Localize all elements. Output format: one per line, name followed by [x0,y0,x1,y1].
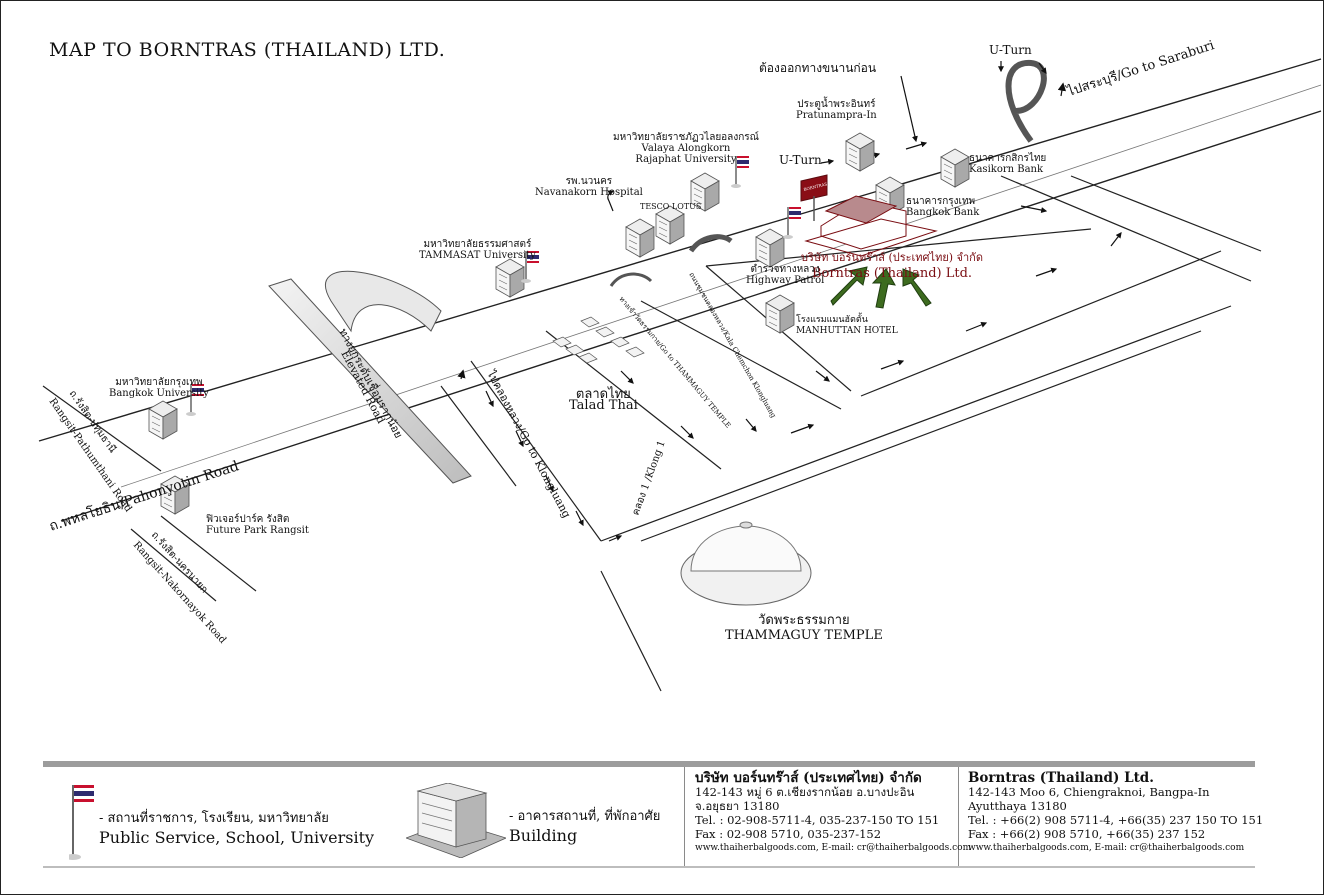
address-thai: บริษัท บอร์นทร๊าส์ (ประเทศไทย) จำกัด 142… [695,771,971,855]
label-temple-th: วัดพระธรรมกาย [758,613,850,628]
legend-building: - อาคารสถานที่, ที่พักอาศัย Building [509,805,660,845]
label-temple-en: THAMMAGUY TEMPLE [725,628,883,643]
label-pratunam: ประตูน้ำพระอินทร์ Pratunampra-In [796,99,877,121]
highway-pahonyotin [38,58,1322,522]
footer-divider-1 [684,767,685,866]
label-future-park: ฟิวเจอร์ปาร์ค รังสิต Future Park Rangsit [206,514,309,536]
label-uturn-top: U-Turn [989,43,1032,57]
address-thai-name: บริษัท บอร์นทร๊าส์ (ประเทศไทย) จำกัด [695,770,922,786]
address-thai-fax: Fax : 02-908 5710, 035-237-152 [695,827,882,841]
label-kasikorn: ธนาคารกสิกรไทย Kasikorn Bank [969,153,1046,175]
address-thai-line1: 142-143 หมู่ 6 ต.เชียงรากน้อย อ.บางปะอิน [695,785,915,799]
green-arrows [830,266,932,309]
legend-building-icon [406,783,506,858]
footer-bottom-line [43,866,1255,868]
address-en-tel: Tel. : +66(2) 908 5711-4, +66(35) 237 15… [968,813,1264,827]
address-thai-line2: จ.อยุธยา 13180 [695,799,780,813]
address-en-line2: Ayutthaya 13180 [968,799,1067,813]
address-en-name: Borntras (Thailand) Ltd. [968,770,1154,786]
label-bangkok-bank-th: ธนาคารกรุงเทพ [906,196,976,207]
label-navanakorn-en: Navanakorn Hospital [535,187,643,198]
label-manhattan: โรงแรมแมนฮัตตั้น MANHUTTAN HOTEL [796,315,898,337]
label-future-th: ฟิวเจอร์ปาร์ค รังสิต [206,514,290,525]
label-manhattan-en: MANHUTTAN HOTEL [796,326,898,336]
label-tesco: TESCO LOTUS [640,202,702,211]
elevated-road [268,278,472,484]
label-bangkok-uni-en: Bangkok University [109,388,209,399]
label-kasikorn-th: ธนาคารกสิกรไทย [969,153,1047,164]
label-valaya-en2: Rajaphat University [635,154,737,165]
label-pratunam-th: ประตูน้ำพระอินทร์ [797,99,876,110]
label-highway-en: Highway Patrol [746,275,825,286]
label-highway-patrol: ตำรวจทางหลวง Highway Patrol [746,264,824,286]
label-bangkok-bank-en: Bangkok Bank [906,207,980,218]
label-navanakorn: รพ.นวนคร Navanakorn Hospital [535,176,643,198]
footer-divider-2 [958,767,959,866]
thammaguy-temple-dome [680,521,812,606]
address-en-fax: Fax : +66(2) 908 5710, +66(35) 237 152 [968,827,1206,841]
label-future-en: Future Park Rangsit [206,525,309,536]
address-en-web: www.thaiherbalgoods.com, E-mail: cr@thai… [968,843,1245,853]
borntras-building [800,174,938,257]
address-en-line1: 142-143 Moo 6, Chiengraknoi, Bangpa-In [968,785,1210,799]
road-label-elevated: ทางยกระดับเชื่อมรากน้อย [336,325,407,440]
road-label-saraburi: ไปสระบุรี/Go to Saraburi [1064,37,1216,100]
label-navanakorn-th: รพ.นวนคร [565,176,613,187]
label-pratunam-en: Pratunampra-In [796,110,877,121]
label-must-exit: ต้องออกทางขนานก่อน [759,61,877,75]
label-bangkok-bank: ธนาคารกรุงเทพ Bangkok Bank [906,196,979,218]
address-thai-tel: Tel. : 02-908-5711-4, 035-237-150 TO 151 [695,813,940,827]
sign-text: BORNTRAS [803,181,828,192]
label-tammasat: มหาวิทยาลัยธรรมศาสตร์ TAMMASAT Universit… [419,239,536,261]
label-highway-th: ตำรวจทางหลวง [750,264,820,275]
label-talad-thai-en: Talad Thai [569,398,638,413]
footer-top-bar [43,761,1255,767]
road-labels: ถ.พหลโยธิน/Pahonyotin Road ทางยกระดับเชื… [47,37,1217,646]
label-valaya-en1: Valaya Alongkorn [641,143,731,154]
uturn-top [1005,60,1047,143]
label-company-en: Borntras (Thailand) Ltd. [811,266,973,281]
label-tammasat-en: TAMMASAT University [419,250,536,261]
legend-public-th: - สถานที่ราชการ, โรงเรียน, มหาวิทยาลัย [99,811,329,826]
label-company: บริษัท บอร์นทร๊าส์ (ประเทศไทย) จำกัด Bor… [801,248,983,281]
road-label-klongluang: ไปคลองหลวง/Go to Klongluang [484,367,573,520]
road-label-klong1: คลอง 1 /Klong 1 [630,439,667,517]
legend-flag-icon [69,785,94,860]
legend-public: - สถานที่ราชการ, โรงเรียน, มหาวิทยาลัย P… [99,807,374,847]
address-thai-web: www.thaiherbalgoods.com, E-mail: cr@thai… [695,843,972,853]
legend-public-en: Public Service, School, University [99,828,375,847]
label-temple: วัดพระธรรมกาย THAMMAGUY TEMPLE [725,613,883,643]
label-uturn-mid: U-Turn [779,153,822,167]
label-bangkok-uni: มหาวิทยาลัยกรุงเทพ Bangkok University [109,377,209,399]
label-manhattan-th: โรงแรมแมนฮัตตั้น [796,315,868,325]
side-roads [42,175,1262,692]
label-valaya-th: มหาวิทยาลัยราชภัฏวไลยอลงกรณ์ [613,132,759,143]
label-kasikorn-en: Kasikorn Bank [969,164,1044,175]
label-talad-thai-th: ตลาดไทย [575,387,631,402]
label-tammasat-th: มหาวิทยาลัยธรรมศาสตร์ [423,239,532,250]
legend-building-th: - อาคารสถานที่, ที่พักอาศัย [509,809,661,824]
map-title: MAP TO BORNTRAS (THAILAND) LTD. [49,39,446,61]
label-company-th: บริษัท บอร์นทร๊าส์ (ประเทศไทย) จำกัด [801,251,983,264]
legend-building-en: Building [509,826,578,845]
label-valaya: มหาวิทยาลัยราชภัฏวไลยอลงกรณ์ Valaya Alon… [613,132,759,165]
address-english: Borntras (Thailand) Ltd. 142-143 Moo 6, … [968,771,1263,855]
talad-thai-blocks [552,316,645,364]
label-bangkok-uni-th: มหาวิทยาลัยกรุงเทพ [115,377,203,388]
label-talad-thai: ตลาดไทย Talad Thai [569,387,638,413]
